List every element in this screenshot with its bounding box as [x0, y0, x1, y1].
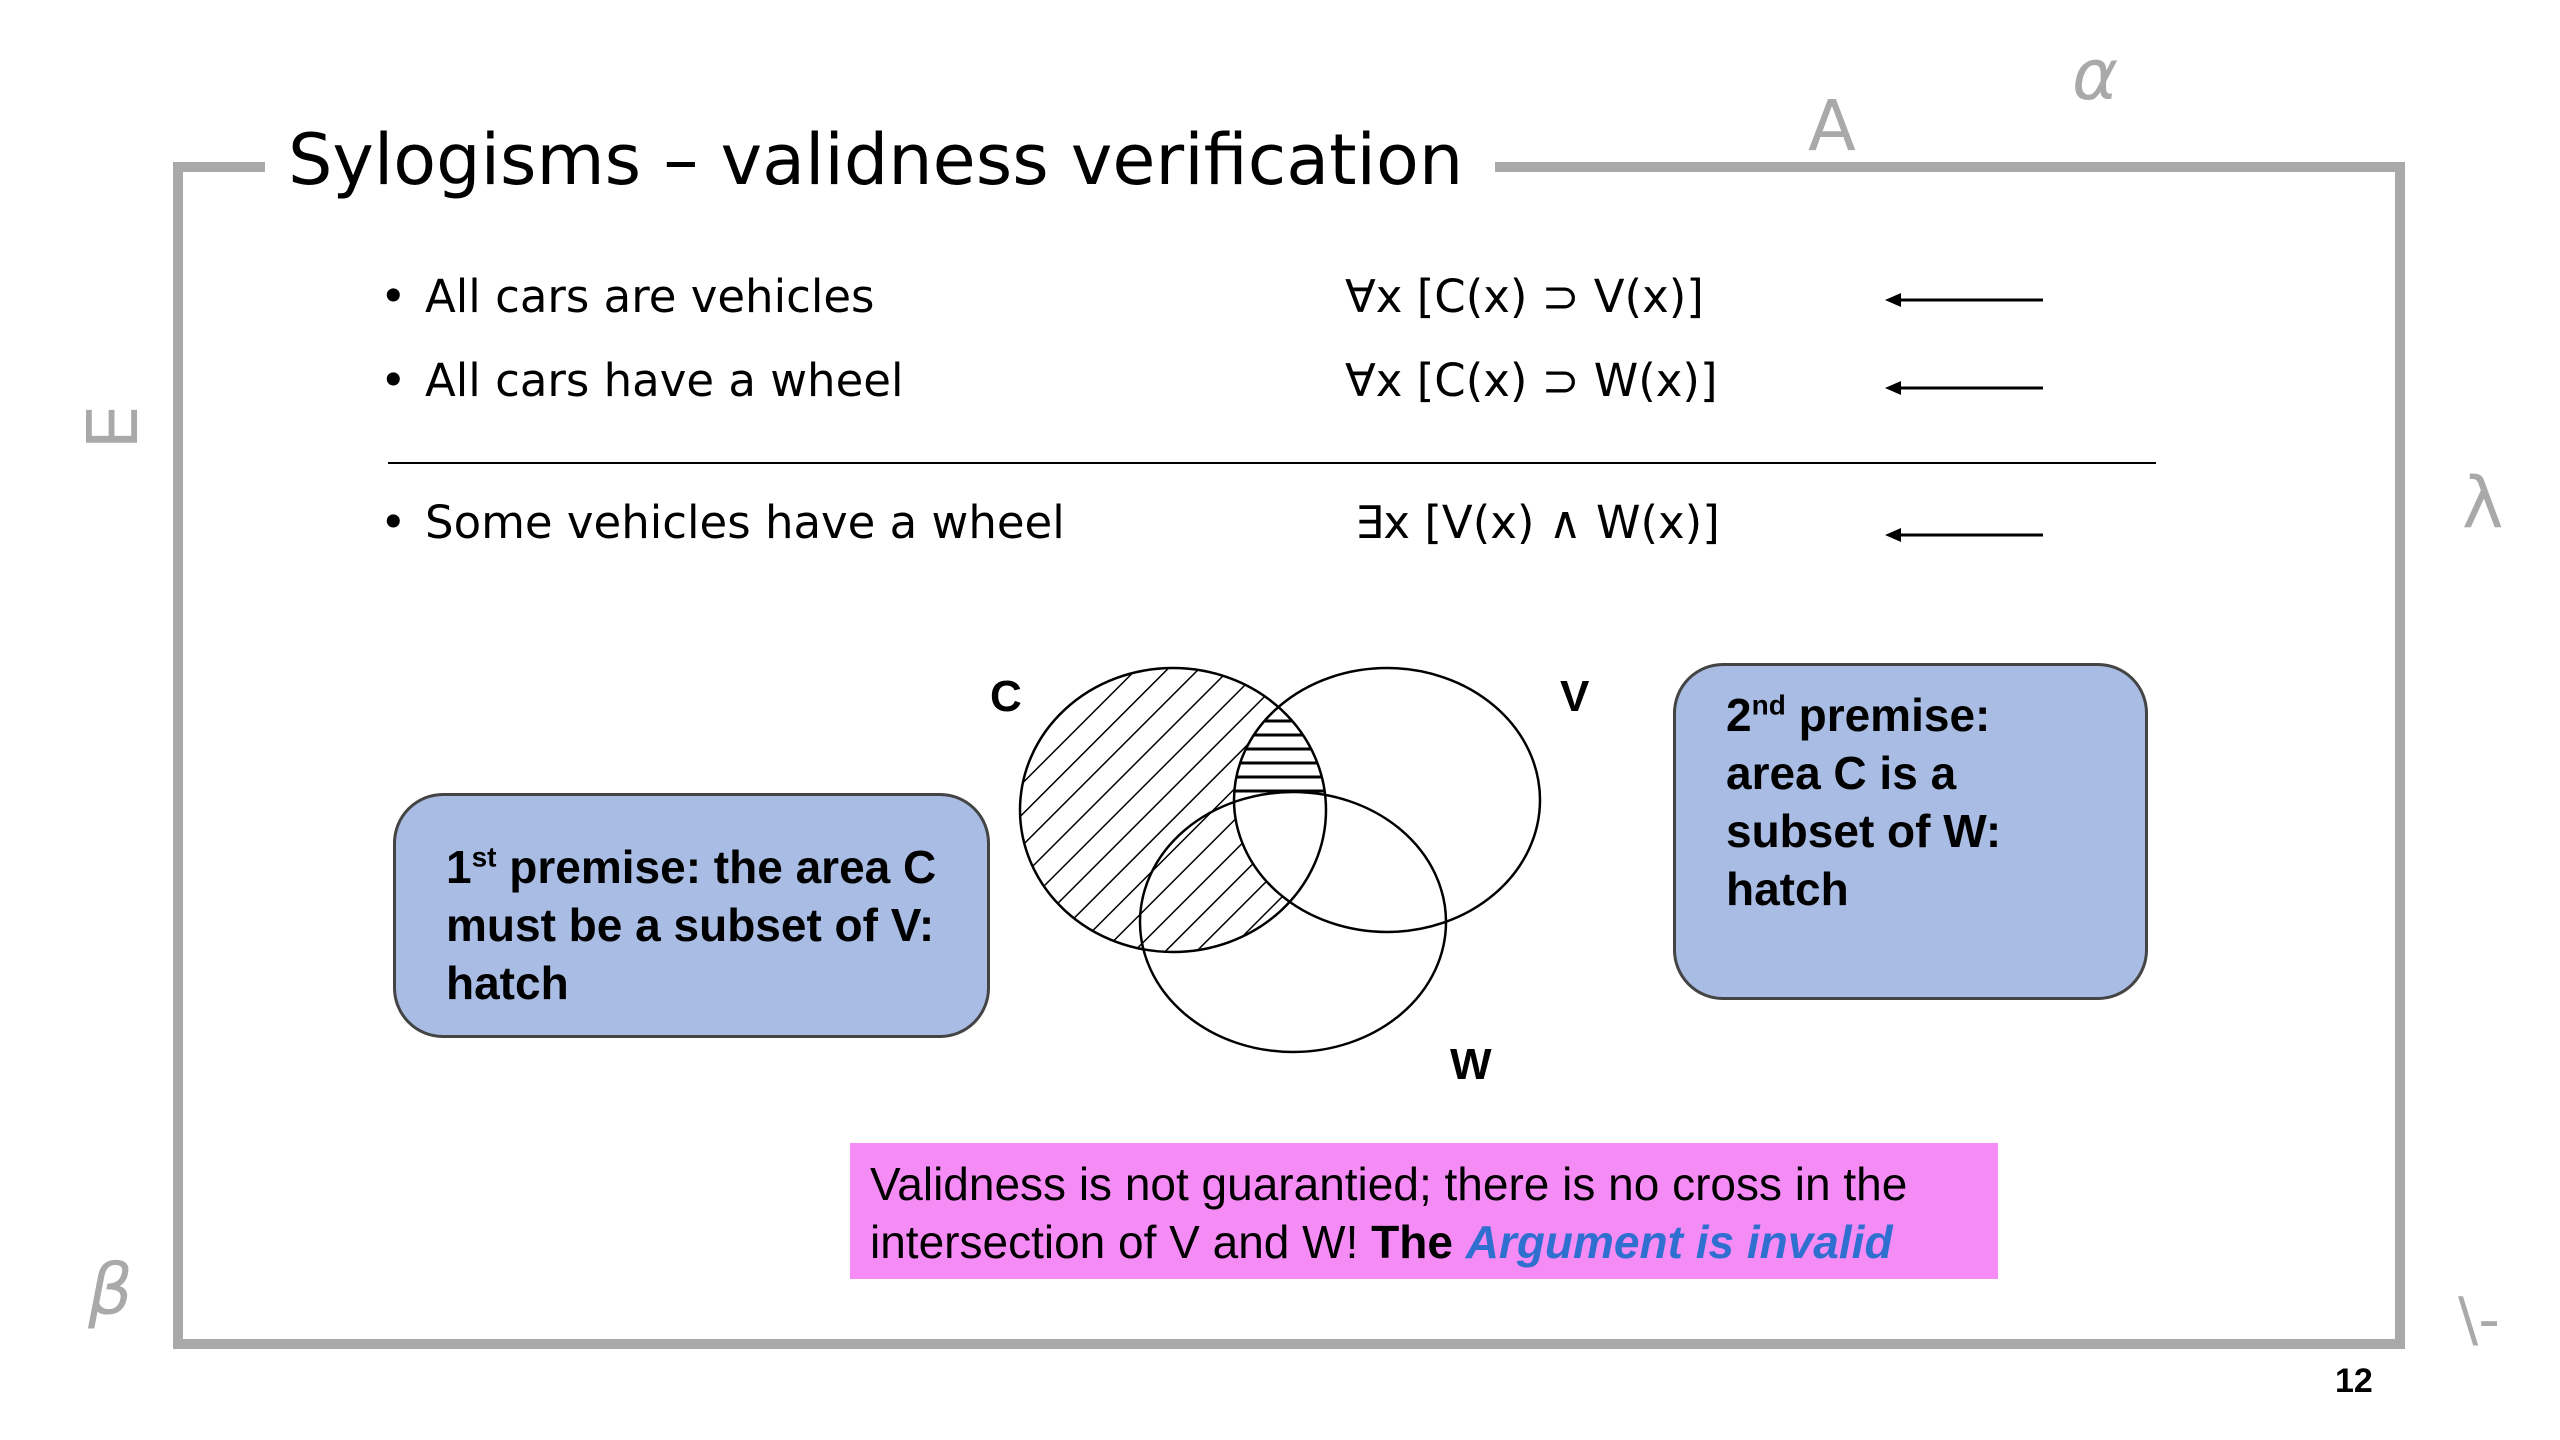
bullet: •	[380, 496, 407, 549]
first-premise-line-1: 1st premise: the area C	[446, 841, 937, 893]
conclusion-text: Some vehicles have a wheel	[425, 496, 1065, 549]
note-line-2: intersection of V and W! The Argument is…	[870, 1216, 1893, 1268]
premise-1-text: All cars are vehicles	[425, 270, 875, 323]
title-background	[265, 120, 1495, 210]
venn-circle-c	[1018, 666, 1328, 954]
first-premise-line-3: hatch	[446, 957, 569, 1009]
note-line-1: Validness is not guarantied; there is no…	[870, 1158, 1908, 1210]
alpha-decoration: α	[2072, 34, 2119, 116]
second-premise-callout: 2nd premise: area C is a subset of W: ha…	[1673, 663, 2148, 1000]
venn-circle-v	[1232, 666, 1542, 934]
premise-1-formula: ∀x [C(x) ⊃ V(x)]	[1345, 270, 1704, 323]
lambda-decoration: λ	[2462, 462, 2504, 544]
bullet: •	[380, 270, 407, 323]
conclusion: • Some vehicles have a wheel	[380, 496, 1065, 549]
venn-label-w: W	[1450, 1040, 1492, 1089]
c-region-hatch	[1020, 668, 1326, 952]
conclusion-formula: ∃x [V(x) ∧ W(x)]	[1355, 496, 1720, 549]
second-premise-line-4: hatch	[1726, 863, 1849, 915]
forall-decoration: ∀	[1808, 82, 1856, 164]
bullet: •	[380, 354, 407, 407]
beta-decoration: β	[88, 1249, 133, 1331]
premise-2-arrow	[1885, 381, 2043, 395]
venn-diagram	[1018, 666, 1542, 1054]
premise-1: • All cars are vehicles	[380, 270, 874, 323]
exists-decoration: ∃	[69, 402, 152, 448]
invalid-argument-note: Validness is not guarantied; there is no…	[850, 1143, 1998, 1279]
venn-circle-w	[1138, 790, 1448, 1054]
second-premise-line-1: 2nd premise:	[1726, 689, 1991, 741]
page-number: 12	[2335, 1362, 2373, 1400]
slash-decoration: \-	[2458, 1285, 2500, 1355]
first-premise-callout: 1st premise: the area C must be a subset…	[393, 793, 990, 1038]
premise-2-formula: ∀x [C(x) ⊃ W(x)]	[1345, 354, 1718, 407]
venn-label-v: V	[1560, 672, 1590, 721]
premises-divider	[388, 462, 2156, 464]
premise-2-text: All cars have a wheel	[425, 354, 904, 407]
slide-title: Sylogisms – validness verification	[288, 119, 1464, 201]
venn-label-c: C	[990, 672, 1022, 721]
premise-1-arrow	[1885, 293, 2043, 307]
second-premise-line-3: subset of W:	[1726, 805, 2002, 857]
premise-2: • All cars have a wheel	[380, 354, 903, 407]
first-premise-line-2: must be a subset of V:	[446, 899, 935, 951]
second-premise-line-2: area C is a	[1726, 747, 1957, 799]
conclusion-arrow	[1885, 528, 2043, 542]
